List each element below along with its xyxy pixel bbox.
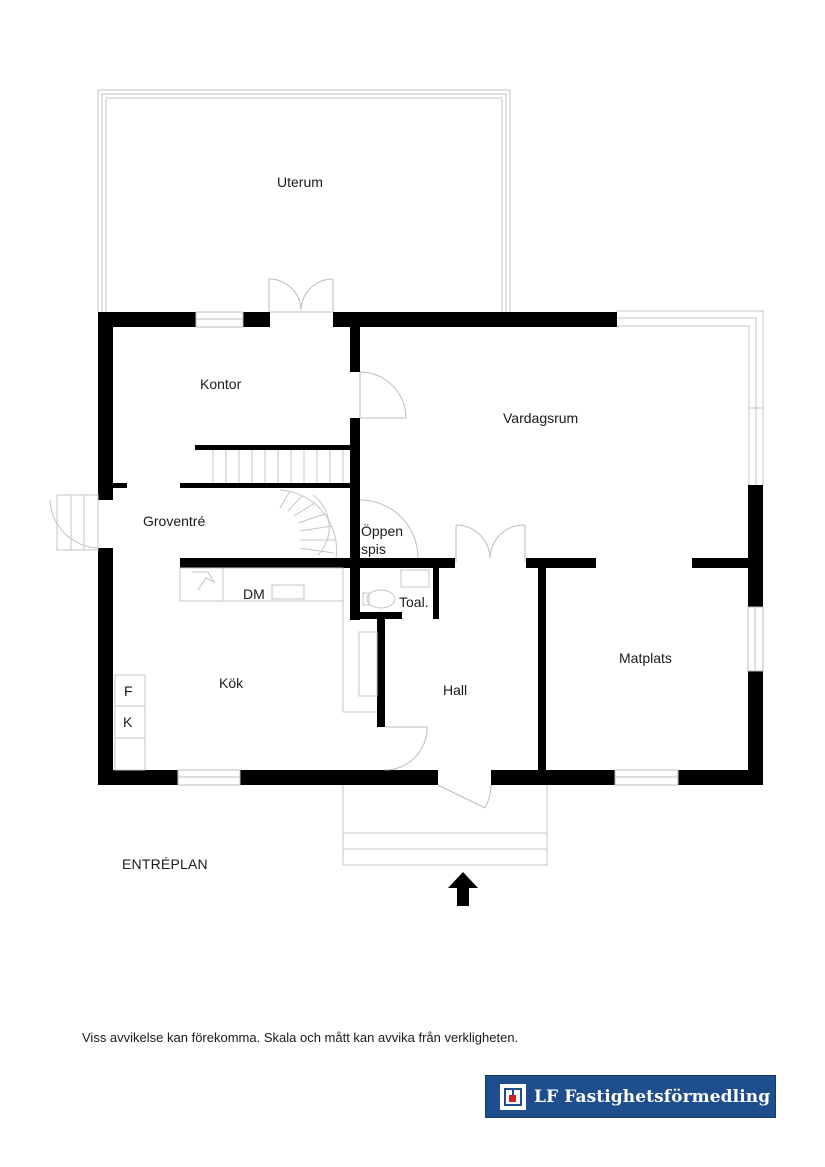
- agency-logo: LF Fastighetsförmedling: [485, 1075, 776, 1118]
- arrow-up-icon: [448, 872, 478, 906]
- front-steps: [342, 785, 548, 866]
- fixture-label-fridge: F: [124, 683, 133, 699]
- door-swings: [359, 371, 526, 809]
- room-label-kontor: Kontor: [200, 376, 242, 392]
- room-label-toalett: Toal.: [399, 594, 429, 610]
- kitchen-counters: [114, 567, 378, 771]
- walls: [98, 312, 763, 785]
- room-label-oppen-spis-line2: spis: [361, 541, 386, 557]
- windows: [177, 311, 764, 786]
- room-label-matplats: Matplats: [619, 650, 672, 666]
- disclaimer-text: Viss avvikelse kan förekomma. Skala och …: [82, 1030, 519, 1045]
- living-room-bay-outline: [616, 310, 764, 486]
- spiral-stair: [279, 489, 338, 559]
- side-entrance-steps: [49, 494, 99, 551]
- room-label-vardagsrum: Vardagsrum: [503, 410, 579, 426]
- logo-text: LF Fastighetsförmedling: [534, 1086, 771, 1107]
- fixture-label-freezer: K: [123, 714, 133, 730]
- floor-name: ENTRÉPLAN: [122, 856, 208, 872]
- fixture-label-dishwasher: DM: [243, 586, 265, 602]
- room-label-oppen-spis-line1: Öppen: [361, 523, 404, 539]
- room-label-groventre: Groventré: [143, 513, 206, 529]
- room-label-hall: Hall: [443, 682, 468, 698]
- straight-stair: [212, 450, 344, 483]
- room-label-uterum: Uterum: [277, 174, 323, 190]
- uterum-double-door: [268, 278, 334, 313]
- room-label-kok: Kök: [219, 675, 244, 691]
- sunroom-outline: [97, 89, 511, 312]
- toilet-fixtures: [362, 569, 430, 609]
- logo-mark-icon: [500, 1083, 526, 1110]
